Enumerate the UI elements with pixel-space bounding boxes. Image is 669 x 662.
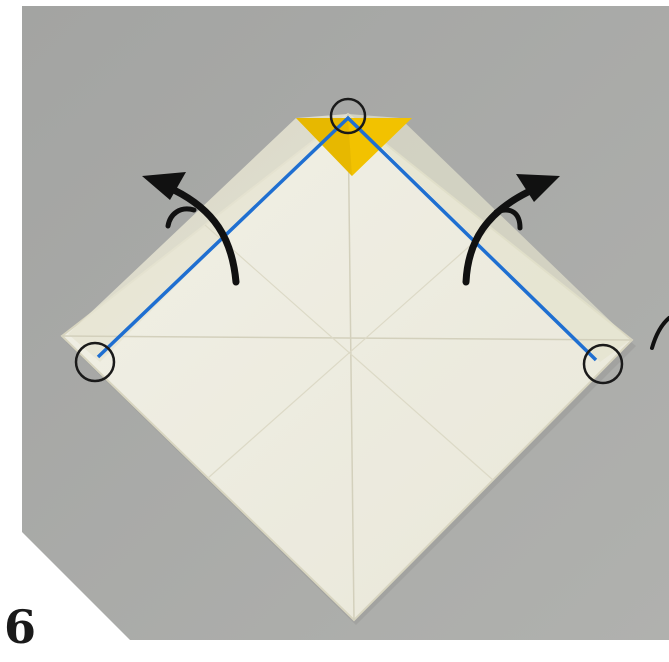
step-number: 6 [4,604,36,650]
